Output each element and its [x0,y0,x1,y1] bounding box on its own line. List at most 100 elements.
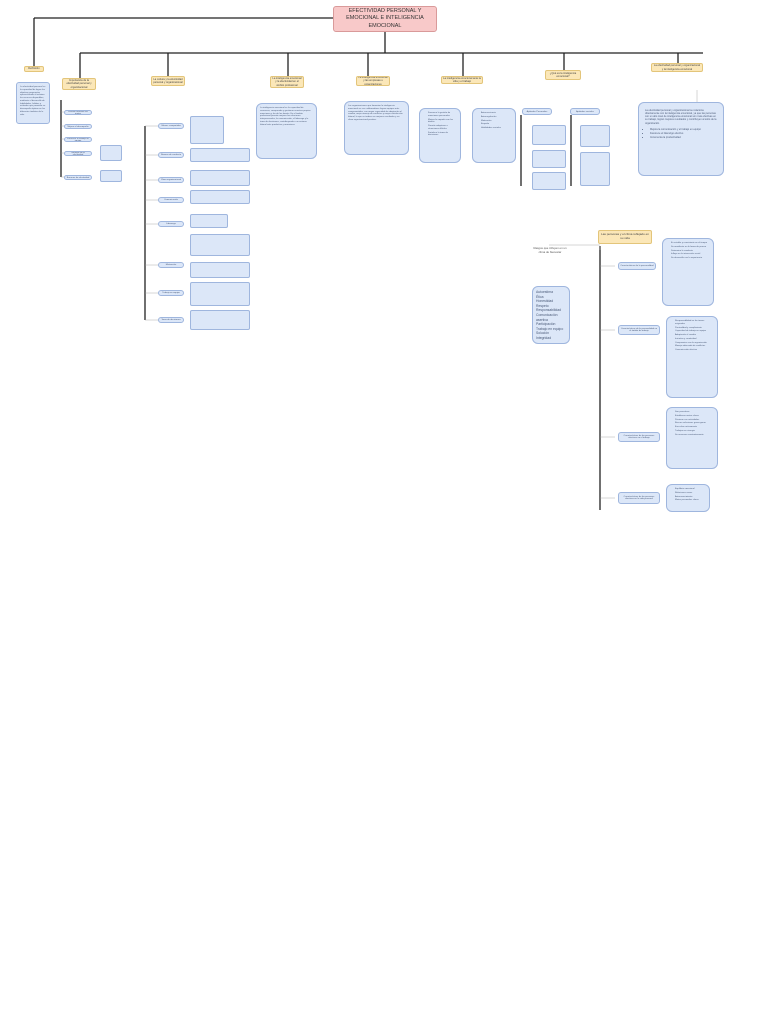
culture-detail-2 [190,148,250,162]
feature-row-box-4: Equilibrio emocional Relaciones sanas Au… [666,484,710,512]
culture-node-5: Liderazgo [158,221,184,227]
definition-label: Definición [24,66,44,72]
value-item: Respeto [536,303,549,308]
culture-detail-8 [190,282,250,306]
culture-node-4: Comunicación [158,197,184,203]
value-item: Ética [536,294,544,299]
emotion-box: La inteligencia emocional es la capacida… [256,103,317,159]
feature-line: Metas personales claras [675,499,706,502]
value-item: Comunicación asertiva [536,312,558,322]
intelligence-a-item: Fortalece la toma de decisiones [428,132,457,138]
culture-detail-5 [190,214,228,228]
culture-node-8: Toma de decisiones [158,317,184,323]
culture-detail-6 [190,234,250,256]
feature-line: Relaciones sanas [675,492,706,495]
effectiveness-item: Favorece el liderazgo efectivo [650,132,717,135]
feature-line: Capacidad de trabajo en equipo [675,330,714,333]
intelligence-label: La inteligencia emocional ante la vida y… [441,76,483,84]
value-item: Autoestima [536,290,553,294]
feature-line: Comunicación efectiva [675,349,714,352]
feature-line: Establecen metas claras [675,415,714,418]
importance-detail-2 [100,170,122,182]
feature-line: Responsabilidad en las tareas asignadas [675,320,714,326]
feature-line: Determina la conducta [671,250,710,253]
importance-item-1: Permite alcanzar las metas [64,110,92,115]
skills-right-label: Aptitudes sociales [570,108,600,115]
values-box: Autoestima Ética Honestidad Respeto Resp… [532,286,570,344]
culture-node-6: Motivación [158,262,184,268]
feature-row-box-2: Responsabilidad en las tareas asignadas … [666,316,718,398]
intelligence-b-item: Autoconciencia [481,112,512,115]
intelligence-a-item: Favorece la gestión de emociones persona… [428,112,457,118]
culture-detail-4 [190,190,250,204]
culture-detail-7 [190,262,250,278]
feature-row-box-1: Es estable y consistente en el tiempo Se… [662,238,714,306]
feature-line: Iniciativa y creatividad [675,338,714,341]
skills-left-detail-3 [532,172,566,190]
feature-line: Autoconocimiento [675,496,706,499]
value-item: Participación [536,322,556,327]
feature-row-label-1: Características de la personalidad [618,262,656,270]
feature-line: Compromiso con la organización [675,342,714,345]
emotion-label: La inteligencia emocional y la efectivid… [270,76,304,88]
intelligence-box-a: Favorece la gestión de emociones persona… [419,108,461,163]
feature-line: Influye en la interacción social [671,253,710,256]
feature-row-box-3: Son proactivas Establecen metas claras P… [666,407,718,469]
skills-left-label: Aptitudes Personales [522,108,552,115]
culture-detail-9 [190,310,250,330]
skills-left-detail-2 [532,150,566,168]
feature-line: Puntualidad y cumplimiento [675,327,714,330]
feature-line: Buscan soluciones ganar-ganar [675,422,714,425]
feature-line: Son proactivas [675,411,714,414]
feature-line: Se manifiesta en la forma de pensar [671,246,710,249]
feature-row-label-3: Características de las personas efectiva… [618,432,660,442]
culture-node-7: Trabajo en equipo [158,290,184,296]
feature-line: Trabajan en sinergia [675,430,714,433]
value-item: Solución [536,331,550,336]
intelligence-b-item: Empatía [481,123,512,126]
feature-row-label-2: Características de la personalidad en el… [618,325,660,335]
feature-line: Priorizan sus actividades [675,419,714,422]
effectiveness-label: La efectividad personal y organizacional… [651,63,703,72]
feature-row-label-4: Características de las personas efectiva… [618,492,660,504]
intelligence-b-item: Motivación [481,120,512,123]
importance-label: Importancia de la efectividad personal y… [62,78,96,90]
intelligence-box-b: Autoconciencia Autorregulación Motivació… [472,108,516,163]
feature-line: Manejo adecuado de conflictos [675,345,714,348]
value-item: Trabajo en equipo [536,326,564,331]
culture-node-3: Clima organizacional [158,177,184,183]
main-title: EFECTIVIDAD PERSONAL Y EMOCIONAL E INTEL… [333,6,437,32]
effectiveness-item: Mejora la comunicación y el trabajo en e… [650,128,717,131]
effectiveness-box: La efectividad personal y organizacional… [638,102,724,176]
feature-line: Equilibrio emocional [675,488,706,491]
features-left-label: Rasgos que influyen en un clima de biene… [533,246,567,254]
features-label: Las personas y el clima reflejado en su … [598,230,652,244]
importance-item-3: Fortalece el trabajo en equipo [64,137,92,142]
skills-left-detail-1 [532,125,566,145]
importance-item-2: Mejora el desempeño [64,124,92,129]
value-item: Responsabilidad [536,308,562,313]
effectiveness-text: La efectividad personal y organizacional… [645,109,717,125]
intelligence-b-item: Habilidades sociales [481,127,512,130]
importance-item-4: Ventajas de la efectividad [64,151,92,156]
intelligence-a-item: Permite adaptarse a situaciones difícile… [428,125,457,131]
intelligence-a-item: Mejora la empatía con los demás [428,119,457,125]
feature-line: Se renuevan constantemente [675,434,714,437]
organization-box: Las organizaciones que fomentan la intel… [344,101,409,155]
intelligence-b-item: Autorregulación [481,116,512,119]
culture-label: La cultura y la efectividad personal y o… [151,76,185,86]
organization-label: La inteligencia emocional y las empresas… [356,76,390,86]
culture-node-1: Valores compartidos [158,123,184,129]
culture-node-2: Normas de conducta [158,152,184,158]
feature-line: Adaptación al cambio [675,334,714,337]
feature-line: Escuchan activamente [675,426,714,429]
skills-right-detail-2 [580,152,610,186]
culture-detail-1 [190,116,224,144]
feature-line: Se desarrolla con la experiencia [671,257,710,260]
skills-right-detail-1 [580,125,610,147]
culture-detail-3 [190,170,250,186]
definition-box: La efectividad personal es la capacidad … [16,82,50,124]
feature-line: Es estable y consistente en el tiempo [671,242,710,245]
value-item: Honestidad [536,299,554,304]
